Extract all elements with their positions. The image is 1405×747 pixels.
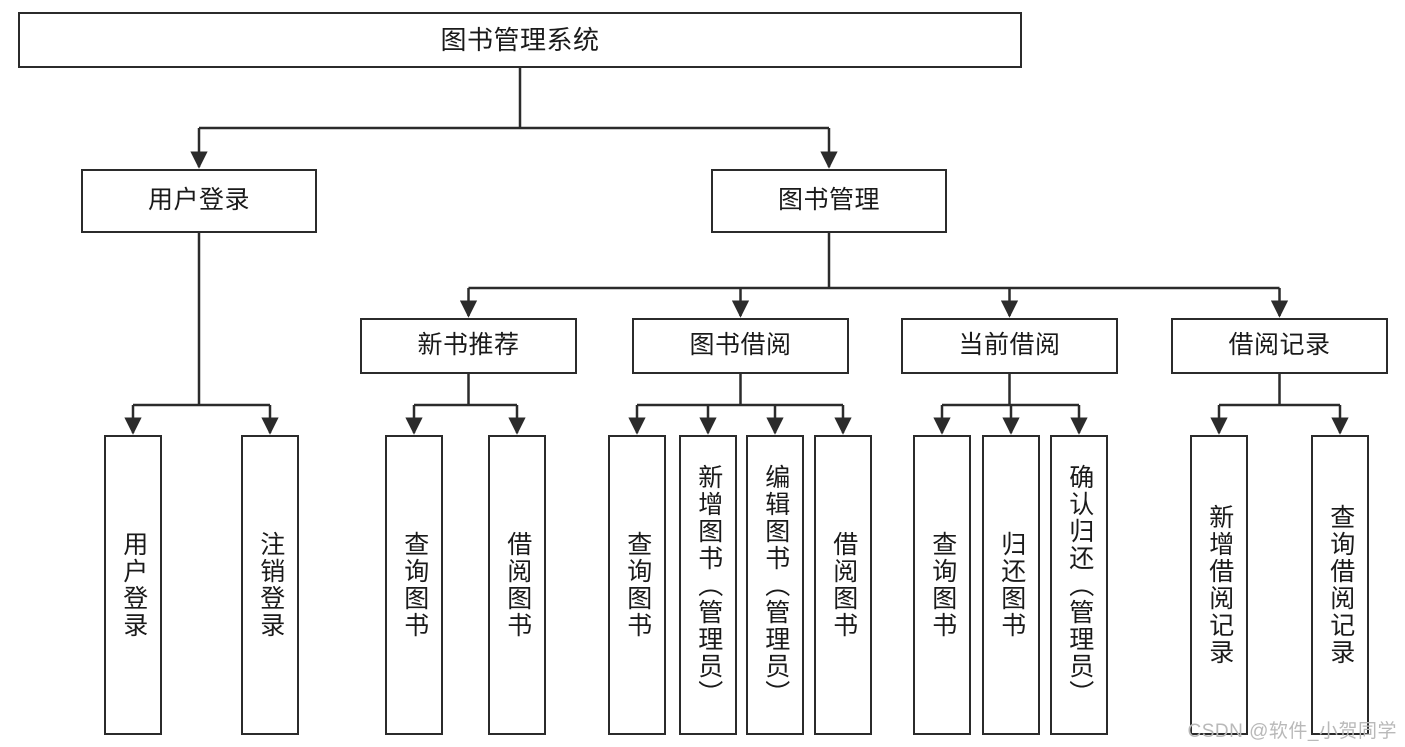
node-leaf-bb-edit[interactable]: 编辑图书（管理员） [746,435,804,735]
node-new-book-rec[interactable]: 新书推荐 [360,318,577,374]
node-label: 查询图书 [928,531,957,639]
node-book-borrow[interactable]: 图书借阅 [632,318,849,374]
node-label: 新增图书（管理员） [694,463,723,707]
node-root[interactable]: 图书管理系统 [18,12,1022,68]
node-leaf-user-logout[interactable]: 注销登录 [241,435,299,735]
node-label: 借阅图书 [829,531,858,639]
node-leaf-rec-borrow[interactable]: 借阅图书 [488,435,546,735]
node-label: 新书推荐 [417,331,520,360]
node-label: 图书管理系统 [440,24,600,55]
node-leaf-br-add[interactable]: 新增借阅记录 [1190,435,1248,735]
node-label: 图书借阅 [689,331,792,360]
node-label: 编辑图书（管理员） [761,463,790,707]
node-label: 查询借阅记录 [1326,504,1355,666]
node-leaf-bb-borrow[interactable]: 借阅图书 [814,435,872,735]
node-leaf-rec-query[interactable]: 查询图书 [385,435,443,735]
node-label: 当前借阅 [958,331,1061,360]
node-leaf-user-login[interactable]: 用户登录 [104,435,162,735]
node-leaf-cb-confirm[interactable]: 确认归还（管理员） [1050,435,1108,735]
node-book-manage[interactable]: 图书管理 [711,169,947,233]
node-label: 查询图书 [623,531,652,639]
node-label: 归还图书 [997,531,1026,639]
watermark-text: CSDN @软件_小贺同学 [1187,721,1397,742]
node-label: 图书管理 [777,186,880,215]
node-leaf-bb-add[interactable]: 新增图书（管理员） [679,435,737,735]
node-leaf-cb-query[interactable]: 查询图书 [913,435,971,735]
node-label: 借阅图书 [503,531,532,639]
node-label: 用户登录 [147,186,250,215]
node-leaf-br-query[interactable]: 查询借阅记录 [1311,435,1369,735]
node-borrow-record[interactable]: 借阅记录 [1171,318,1388,374]
node-label: 确认归还（管理员） [1065,463,1094,707]
node-leaf-cb-return[interactable]: 归还图书 [982,435,1040,735]
node-label: 查询图书 [400,531,429,639]
node-label: 注销登录 [256,531,285,639]
node-current-borrow[interactable]: 当前借阅 [901,318,1118,374]
node-user-login[interactable]: 用户登录 [81,169,317,233]
node-label: 用户登录 [119,531,148,639]
node-label: 借阅记录 [1228,331,1331,360]
node-leaf-bb-query[interactable]: 查询图书 [608,435,666,735]
node-label: 新增借阅记录 [1205,504,1234,666]
